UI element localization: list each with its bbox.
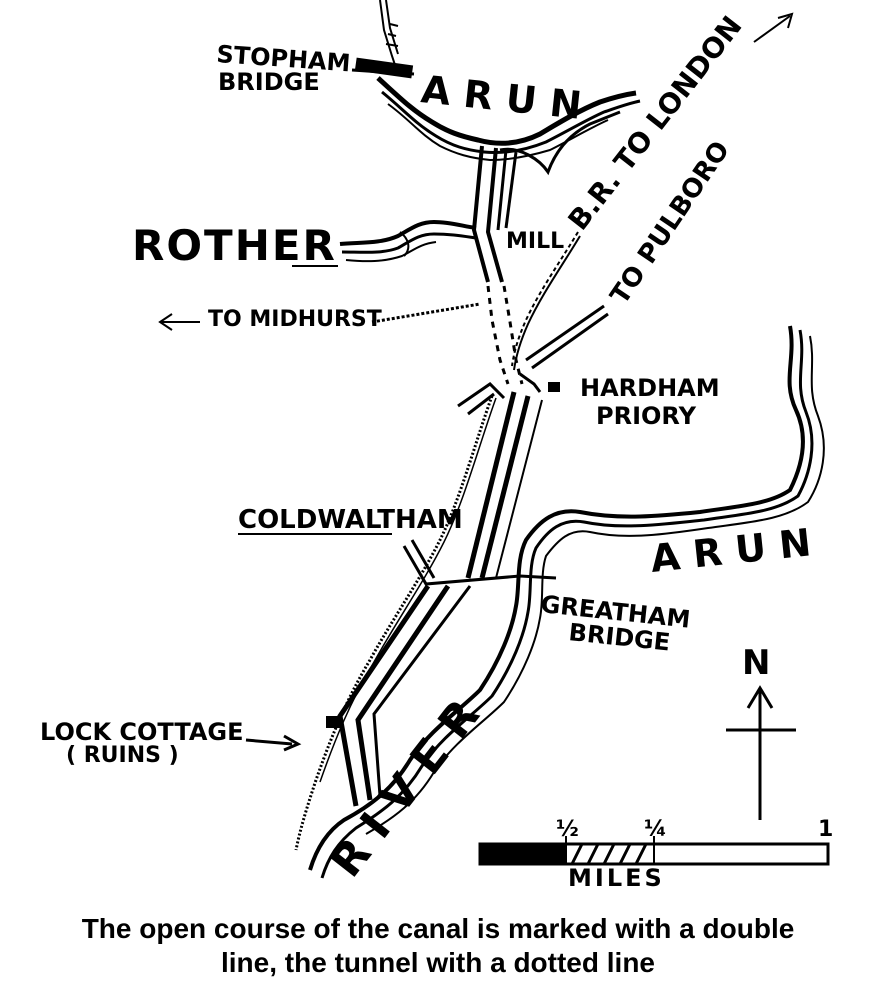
hardham-junction [457, 372, 542, 416]
label-scale-quarter: ¼ [644, 817, 667, 842]
label-river: R I V E R [320, 690, 489, 886]
label-stopham-line2: BRIDGE [218, 68, 320, 96]
label-mill: MILL [506, 229, 564, 254]
label-coldwaltham: COLDWALTHAM [238, 505, 463, 535]
river-arun-east [308, 325, 825, 879]
label-lock-cottage-line2: ( RUINS ) [66, 743, 179, 768]
river-arun-north [376, 76, 641, 176]
hardham-priory-marker [548, 382, 560, 392]
lock-cottage-arrow [245, 738, 293, 746]
canal-upper-section [471, 145, 518, 283]
caption-line-1: The open course of the canal is marked w… [81, 913, 795, 944]
scale-bar [478, 836, 830, 866]
label-lock-cottage-line1: LOCK COTTAGE [40, 718, 244, 746]
canal-main-section [465, 391, 543, 579]
lock-cottage-arrowhead [283, 734, 302, 752]
greatham-crossing [402, 539, 557, 586]
north-arrow [726, 685, 796, 820]
arrowhead-to-london [777, 12, 794, 29]
railway-to-london [511, 231, 581, 371]
label-hardham-line2: PRIORY [596, 402, 697, 430]
canal-tunnel-dotted [486, 285, 524, 385]
label-scale-miles: MILES [568, 864, 665, 892]
caption-line-2: line, the tunnel with a dotted line [221, 947, 655, 978]
railway-west-hatched [294, 395, 497, 851]
label-arun-north: A R U N [419, 67, 584, 128]
label-scale-half: ½ [556, 817, 579, 842]
scale-bar-hatch [570, 843, 648, 865]
stopham-bridge [351, 0, 415, 79]
river-rother [339, 219, 477, 263]
arrowhead-to-midhurst [158, 313, 173, 331]
road-to-pulboro [525, 304, 609, 370]
lock-cottage-marker [326, 716, 340, 728]
map-caption: The open course of the canal is marked w… [0, 912, 876, 980]
label-to-midhurst: TO MIDHURST [208, 307, 382, 332]
road-to-midhurst [371, 302, 481, 324]
label-scale-one: 1 [818, 817, 833, 842]
arrow-to-london [753, 15, 791, 43]
label-hardham-line1: HARDHAM [580, 374, 720, 402]
label-north: N [742, 643, 770, 683]
label-arun-east: A R U N [648, 520, 813, 581]
label-rother: ROTHER [132, 221, 337, 270]
